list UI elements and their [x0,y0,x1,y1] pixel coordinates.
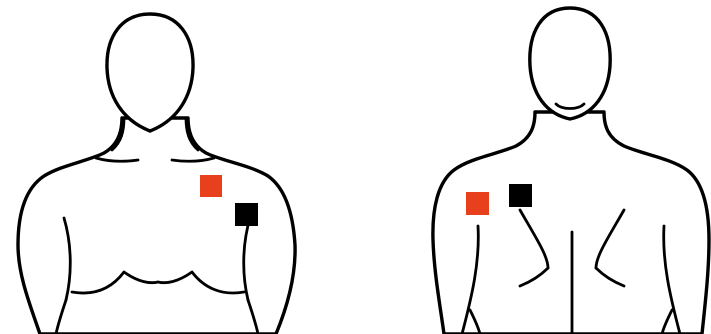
front-electrode-red [200,175,222,197]
back-head-outline [530,8,610,119]
front-view [18,14,295,334]
back-electrode-red [466,192,489,215]
back-view [433,8,709,334]
front-electrode-black [235,203,258,226]
front-head-outline [107,14,193,131]
back-electrode-black [509,184,532,207]
